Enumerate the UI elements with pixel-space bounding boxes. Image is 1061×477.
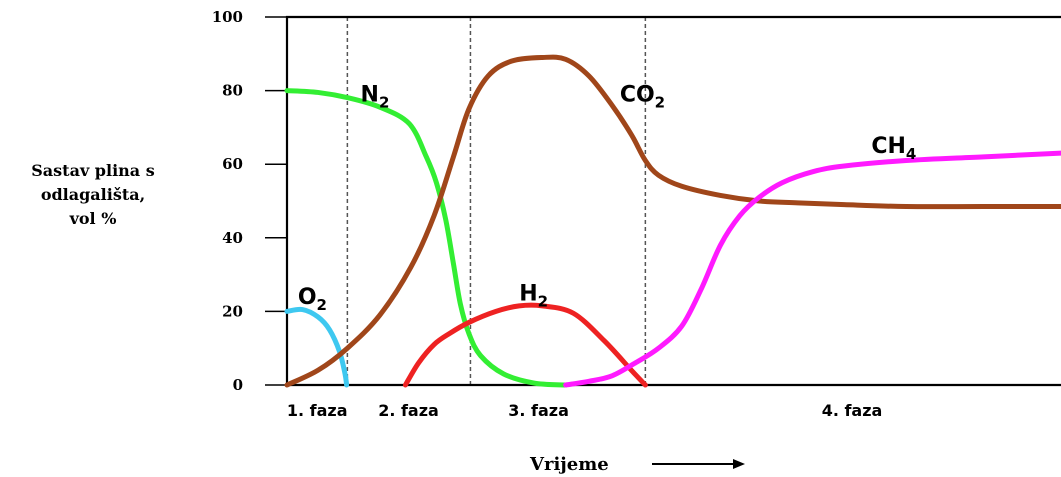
phase-label-2: 2. faza [378,401,439,420]
axes [285,15,1061,387]
y-tick-label: 60 [222,155,243,173]
series-line-co2 [284,54,1061,388]
phase-labels: 1. faza 2. faza 3. faza 4. faza [287,401,882,420]
y-axis-label-line-2: odlagališta, [41,185,145,204]
y-tick-label: 40 [222,229,243,247]
series-label-h2: H2 [519,281,548,310]
x-axis-arrow-head [733,459,745,469]
x-axis-label-text: Vrijeme [529,454,609,475]
series-lines [284,54,1061,388]
y-axis-label: Sastav plina s odlagališta, vol % [31,161,154,228]
x-axis-label: Vrijeme [529,454,745,475]
phase-label-1: 1. faza [287,401,348,420]
series-line-o2 [284,306,350,388]
phase-boundaries [346,17,647,385]
series-line-h2 [402,302,648,388]
series-label-ch4: CH4 [871,134,916,163]
y-tick-label: 100 [212,8,243,26]
axis-frame [285,15,1061,387]
phase-label-3: 3. faza [508,401,569,420]
y-tick-label: 0 [233,376,243,394]
y-axis-label-line-3: vol % [69,209,117,228]
phase-label-4: 4. faza [822,401,883,420]
series-label-n2: N2 [361,83,390,112]
y-ticks: 0 20 40 60 80 100 [212,8,287,394]
series-line-ch4 [563,150,1061,388]
series-line-n2 [284,88,569,388]
series-label-o2: O2 [298,285,327,314]
series-label-co2: CO2 [620,83,665,112]
y-axis-label-line-1: Sastav plina s [31,161,154,180]
y-tick-label: 80 [222,82,243,100]
y-tick-label: 20 [222,302,243,320]
